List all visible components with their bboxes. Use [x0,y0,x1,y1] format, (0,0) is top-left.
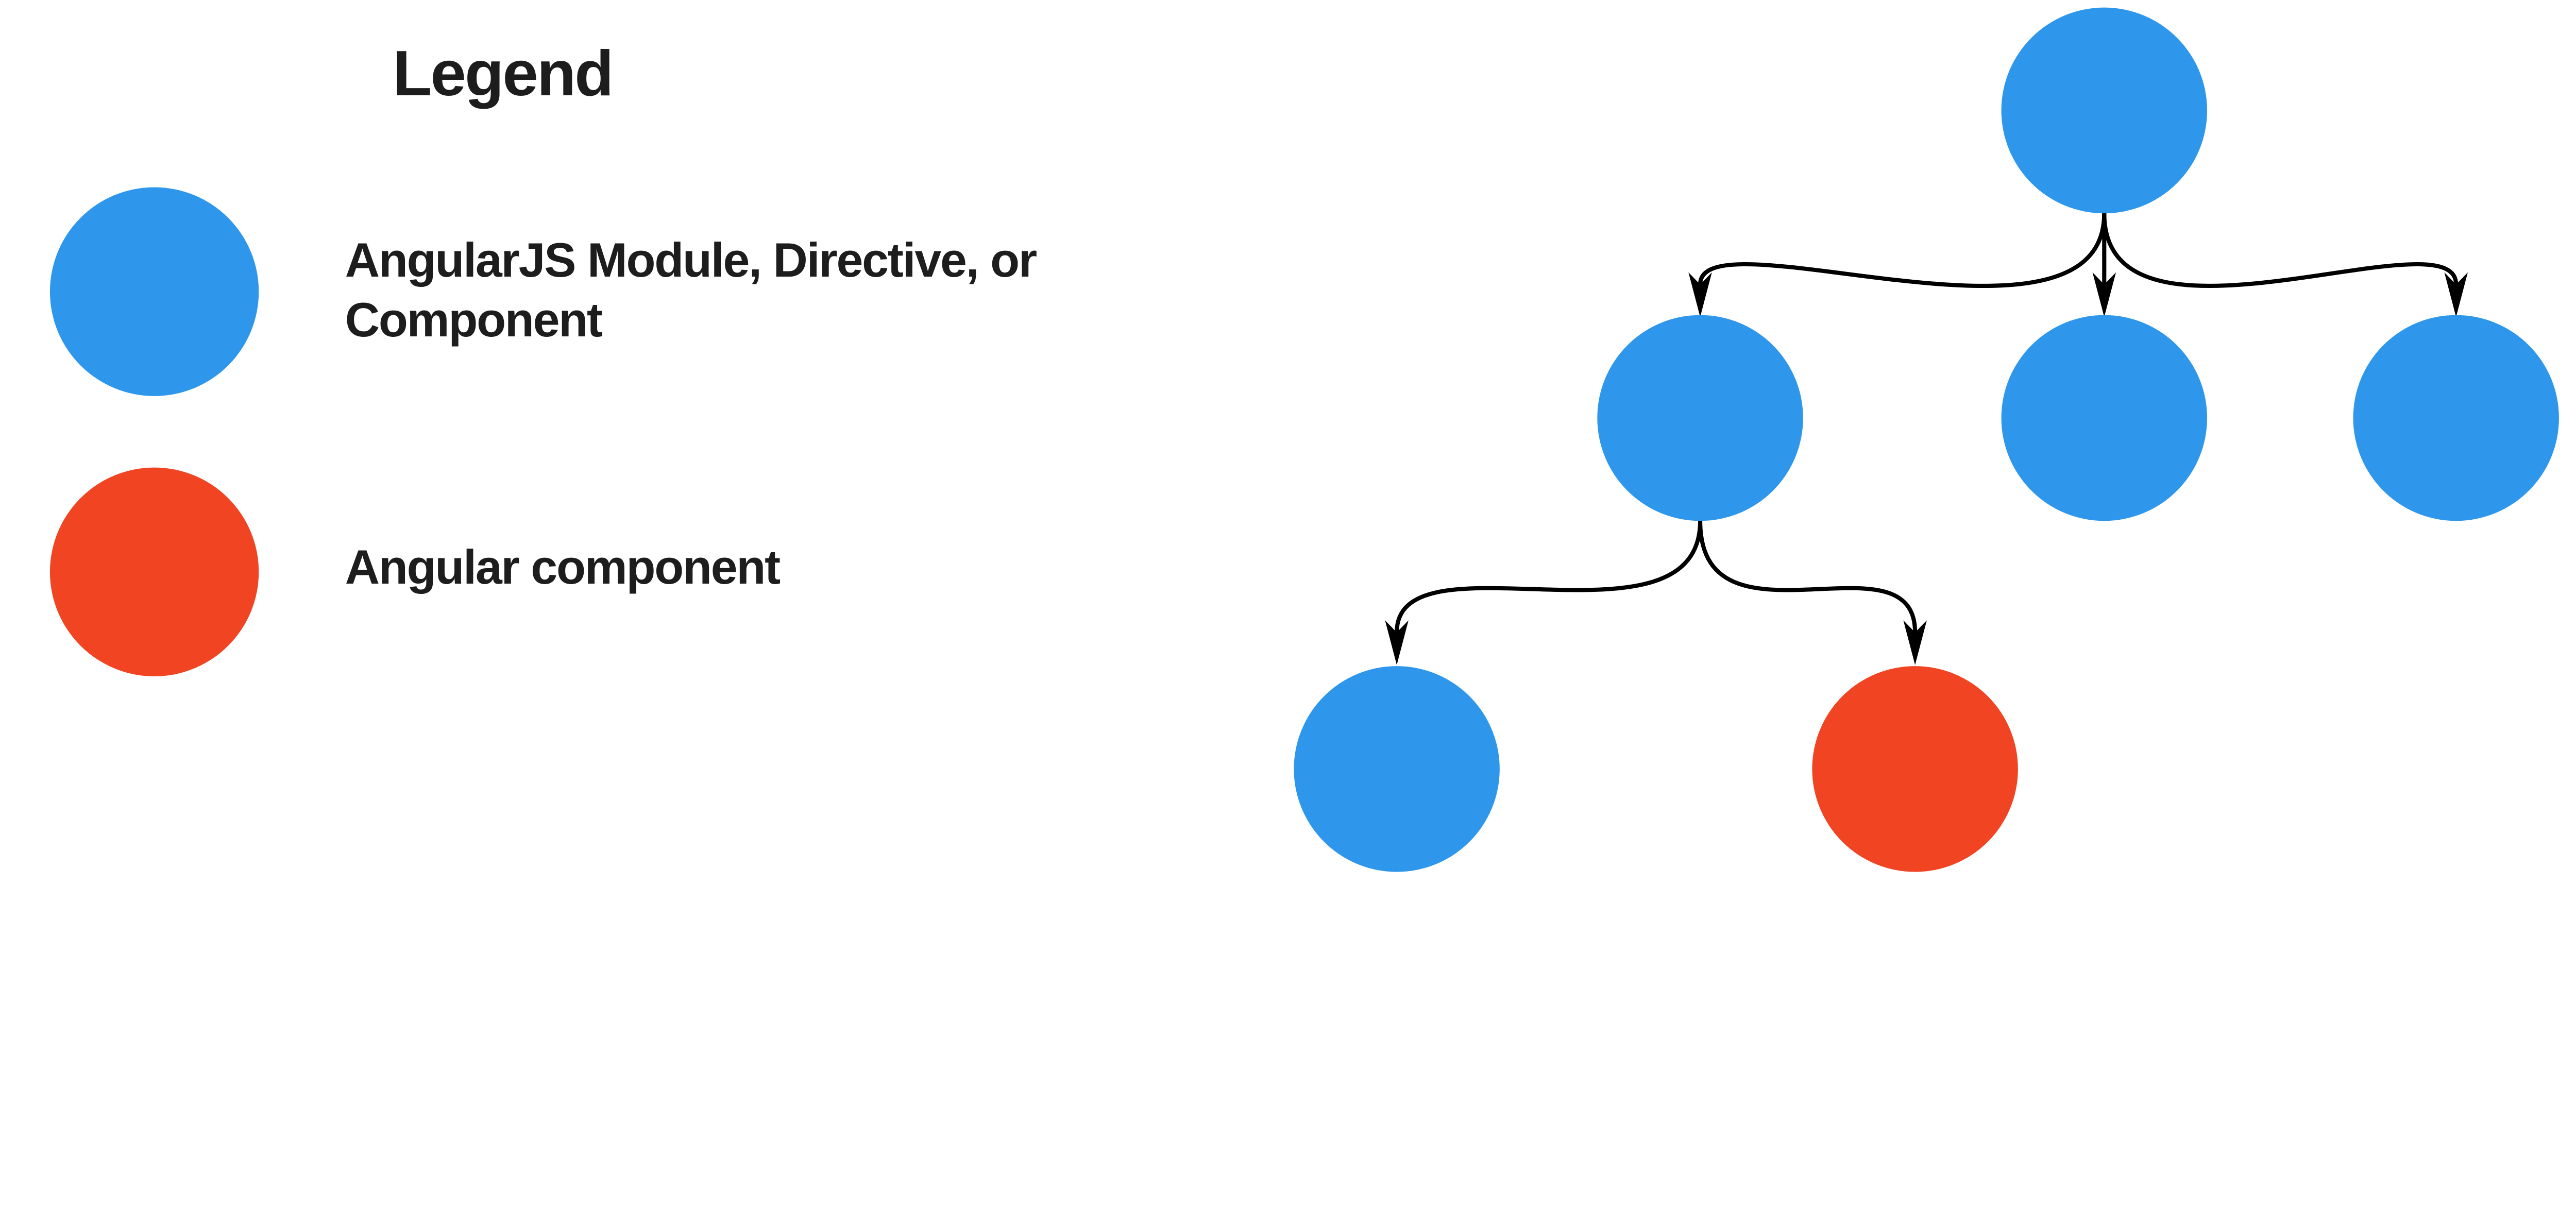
tree-node-child3 [2353,315,2559,521]
edge-root-child3 [2102,213,2459,288]
tree-node-child2 [2001,315,2208,521]
arrowhead-grandchild1 [1385,620,1409,665]
arrowhead-child3 [2444,272,2468,317]
arrowhead-child2 [2092,272,2116,317]
tree-node-grandchild2 [1812,666,2018,872]
angularjs-node-icon [49,187,259,396]
legend-swatch-angular [49,467,259,676]
edge-child1-grandchild1 [1395,521,1703,633]
legend-label-angular: Angular component [345,537,781,597]
tree-node-grandchild1 [1294,666,1500,872]
legend-label-line: Component [345,293,603,347]
legend-title: Legend [393,37,614,110]
legend-label-angularjs: AngularJS Module, Directive, or Componen… [345,230,1037,349]
legend-label-line: Angular component [345,540,781,594]
legend-label-line: AngularJS Module, Directive, or [345,233,1037,287]
legend-swatch-angularjs [49,187,259,396]
angular-node-icon [49,467,259,676]
tree-node-child1 [1597,315,1803,521]
component-tree [1294,7,2559,872]
tree-node-root [2001,7,2208,214]
diagram-canvas: Legend AngularJS Module, Directive, or C… [49,7,2559,872]
arrowhead-child1 [1688,272,1712,317]
arrowhead-grandchild2 [1903,620,1927,665]
edge-child1-grandchild2 [1698,521,1918,633]
edge-root-child1 [1698,213,2107,288]
